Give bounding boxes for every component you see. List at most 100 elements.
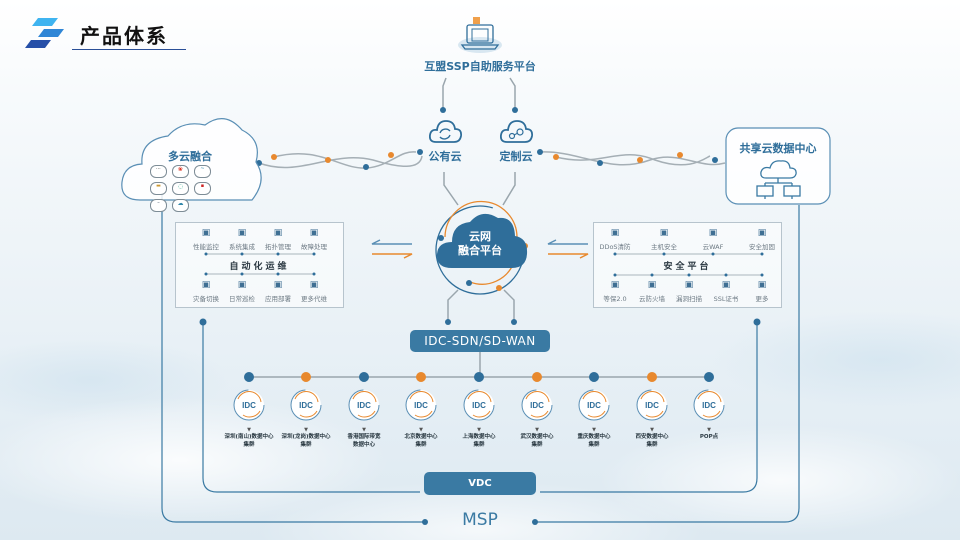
down-arrow-icon: ▼ [477,427,481,433]
core-label-line1: 云网 [469,230,491,243]
integration-icon: ▣ [237,228,247,238]
panel-item[interactable]: ▣SSL证书 [701,280,751,303]
idc-node[interactable]: IDC ▼POP点 [674,387,744,441]
idc-icon: IDC [348,389,380,421]
idc-label-line2: 集群 [588,442,600,448]
idc-label-line1: POP点 [699,434,719,440]
reinforce-icon: ▣ [757,228,767,238]
idc-node[interactable]: IDC▼西安数据中心集群 [617,387,687,449]
panel-item[interactable]: ▣更多代维 [289,280,339,303]
panel-item[interactable]: ▣拓扑管理 [253,228,303,251]
ssp-platform-node[interactable] [455,15,505,55]
provider-logo-icon: ❀ [172,165,189,178]
idc-badge-text: IDC [299,401,313,410]
provider-logos: ⋯ ❀ ~ ▬ ◌ ▪ – ☁ [150,165,232,212]
idc-label-line1: 重庆数据中心 [577,434,611,440]
idc-icon: IDC [290,389,322,421]
idc-label-line2: 集群 [473,442,485,448]
idc-label-line1: 北京数据中心 [404,434,438,440]
security-panel: ▣DDoS清防▣主机安全▣云WAF▣安全加固 安全平台 ▣等保2.0▣云防火墙▣… [593,222,782,308]
bus-dot [589,372,599,382]
down-arrow-icon: ▼ [419,427,423,433]
panel-item[interactable]: ▣更多 [737,280,787,303]
public-cloud-label: 公有云 [428,150,462,163]
provider-logo-icon: ~ [194,165,211,178]
panel-item[interactable]: ▣ 系统集成 [217,228,267,251]
panel-item-label: 主机安全 [651,243,677,251]
idc-node[interactable]: IDC ▼重庆数据中心集群 [559,387,629,449]
idc-icon: IDC [578,389,610,421]
security-dividers [613,252,764,277]
bus-dot [647,372,657,382]
panel-item-label: 云防火墙 [639,295,665,303]
idc-badge-text: IDC [702,401,716,410]
idc-badge-text: IDC [645,401,659,410]
ops-title: 自动化运维 [229,262,290,272]
idc-label-line2: 集群 [300,442,312,448]
panel-item-label: SSL证书 [713,295,739,303]
panel-item[interactable]: ▣云防火墙 [627,280,677,303]
cloud-datacenter-icon [756,160,801,199]
bus-dot [416,372,426,382]
idc-node[interactable]: IDC▼北京数据中心集群 [386,387,456,449]
idc-node[interactable]: IDC▼香港国际带宽数据中心 [329,387,399,449]
idc-label-line1: 深圳(南山)数据中心 [224,434,274,440]
ssp-platform-label: 互盟SSP自助服务平台 [424,60,536,73]
idc-label-line2: 集群 [646,442,658,448]
bus-dot [532,372,542,382]
down-arrow-icon: ▼ [707,427,711,433]
shield-icon: ▣ [610,228,620,238]
panel-item[interactable]: ▣性能监控 [181,228,231,251]
idc-label-line2: 数据中心 [352,442,375,448]
custom-cloud-label: 定制云 [499,150,533,163]
panel-item[interactable]: ▣ 云WAF [688,228,738,251]
custom-cloud-node[interactable] [496,118,536,150]
idc-label-line1: 西安数据中心 [635,434,669,440]
panel-item[interactable]: ▣应用部署 [253,280,303,303]
page-title: 产品体系 [80,24,168,48]
idc-node[interactable]: IDC▼深圳(龙岗)数据中心集群 [271,387,341,449]
idc-label-line1: 武汉数据中心 [520,434,554,440]
panel-item[interactable]: ▣故障处理 [289,228,339,251]
panel-item[interactable]: ▣等保2.0 [590,280,640,303]
compliance-icon: ▣ [610,280,620,290]
multi-cloud-label: 多云融合 [168,150,212,163]
network-badge[interactable]: IDC-SDN/SD-WAN [410,330,550,352]
panel-item-label: 灾备切换 [193,295,219,303]
panel-item[interactable]: ▣ 主机安全 [639,228,689,251]
down-arrow-icon: ▼ [535,427,539,433]
cloud-network-icon [499,120,534,143]
idc-node[interactable]: IDC▼武汉数据中心集群 [502,387,572,449]
idc-label-line1: 深圳(龙岗)数据中心 [281,434,331,440]
idc-icon: IDC [521,389,553,421]
core-label-line2: 融合平台 [458,244,502,257]
msp-label[interactable]: MSP [462,510,498,530]
idc-label-line2: 集群 [415,442,427,448]
panel-item[interactable]: ▣漏洞扫描 [664,280,714,303]
panel-item[interactable]: ▣日常巡检 [217,280,267,303]
bus-dot [301,372,311,382]
panel-item-label: DDoS清防 [599,243,631,251]
security-title: 安全平台 [663,262,712,272]
down-arrow-icon: ▼ [592,427,596,433]
public-cloud-node[interactable] [425,118,465,150]
idc-node[interactable]: IDC▼深圳(南山)数据中心集群 [214,387,284,449]
chart-icon: ▣ [201,228,211,238]
panel-item[interactable]: ▣ DDoS清防 [590,228,640,251]
ops-panel: ▣性能监控▣系统集成▣拓扑管理▣故障处理 自动化运维 ▣灾备切换▣日常巡检▣应用… [175,222,344,308]
waf-icon: ▣ [708,228,718,238]
panel-item-label: 云WAF [702,243,724,251]
vdc-badge[interactable]: VDC [424,472,536,495]
idc-node[interactable]: IDC▼上海数据中心集群 [444,387,514,449]
shared-dc-label: 共享云数据中心 [739,142,817,155]
bus-dot [704,372,714,382]
more-icon: ▣ [309,280,319,290]
scan-icon: ▣ [684,280,694,290]
panel-item[interactable]: ▣安全加固 [737,228,787,251]
panel-item[interactable]: ▣灾备切换 [181,280,231,303]
core-platform[interactable]: 云网 融合平台 [440,230,520,258]
panel-item-label: 系统集成 [229,243,255,251]
panel-item-label: 日常巡检 [229,295,255,303]
shield-check-icon: ▣ [659,228,669,238]
